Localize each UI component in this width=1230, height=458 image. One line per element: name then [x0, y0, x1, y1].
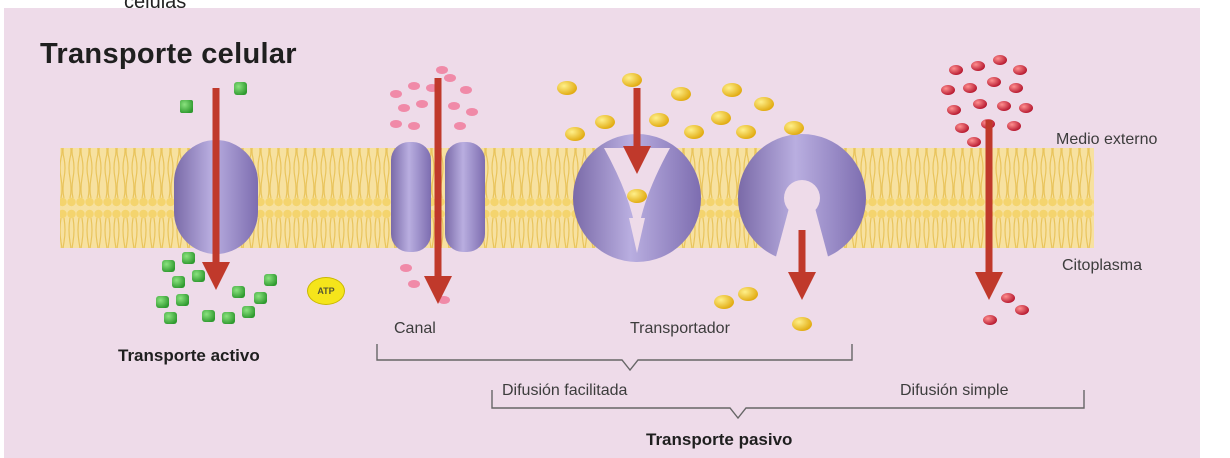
label-active-transport: Transporte activo [118, 346, 260, 366]
label-channel: Canal [394, 320, 436, 338]
atp-molecule: ATP [307, 277, 345, 305]
label-passive-transport: Transporte pasivo [646, 430, 792, 450]
label-simple-diffusion: Difusión simple [900, 382, 1008, 400]
label-facilitated-diffusion: Difusión facilitada [502, 382, 627, 400]
diagram-title: Transporte celular [40, 38, 297, 71]
label-carrier: Transportador [630, 320, 730, 338]
group-brackets [377, 344, 1084, 418]
label-inside: Citoplasma [1062, 257, 1142, 275]
label-outside: Medio externo [1056, 131, 1157, 149]
diagram-panel: Transporte celular Medio externo Citopla… [4, 8, 1200, 458]
